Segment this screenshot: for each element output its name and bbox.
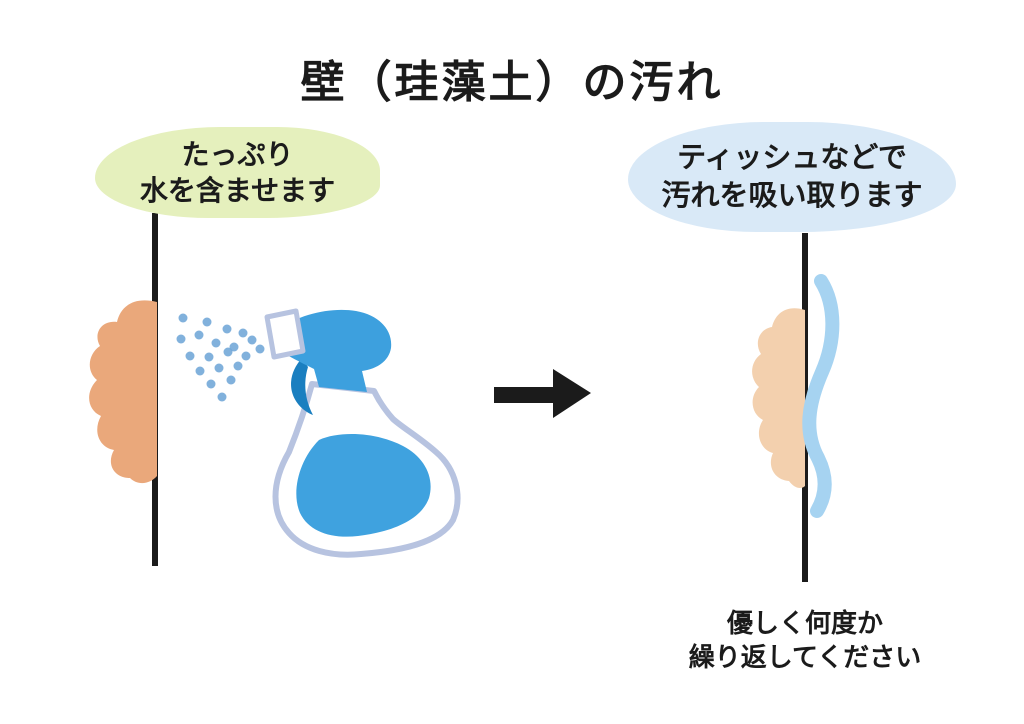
repeat-note-line1: 優しく何度か	[726, 608, 883, 638]
spray-trigger	[291, 358, 313, 415]
step1-speech-bubble: たっぷり 水を含ませます	[95, 127, 380, 218]
stain-blob-faded	[752, 308, 805, 489]
nozzle-tip	[264, 308, 306, 360]
repeat-note: 優しく何度か 繰り返してください	[645, 606, 965, 674]
step2-speech-bubble: ティッシュなどで 汚れを吸い取ります	[628, 122, 956, 232]
page-title: 壁（珪藻土）の汚れ	[300, 58, 724, 107]
arrow-right-icon	[494, 369, 591, 418]
spray-bottle-icon	[264, 308, 461, 558]
repeat-note-line2: 繰り返してください	[688, 642, 922, 672]
water-mist-icon	[176, 313, 265, 402]
bottle-liquid	[296, 434, 431, 537]
step2-bubble-line1: ティッシュなどで	[677, 142, 907, 174]
step1-bubble-line2: 水を含ませます	[139, 174, 336, 206]
spray-head	[273, 309, 392, 392]
step2-bubble-line2: 汚れを吸い取ります	[661, 180, 923, 212]
stain-blob-dirty	[89, 300, 157, 484]
tissue-wipe-icon	[802, 274, 840, 518]
step1-bubble-line1: たっぷり	[181, 138, 294, 170]
